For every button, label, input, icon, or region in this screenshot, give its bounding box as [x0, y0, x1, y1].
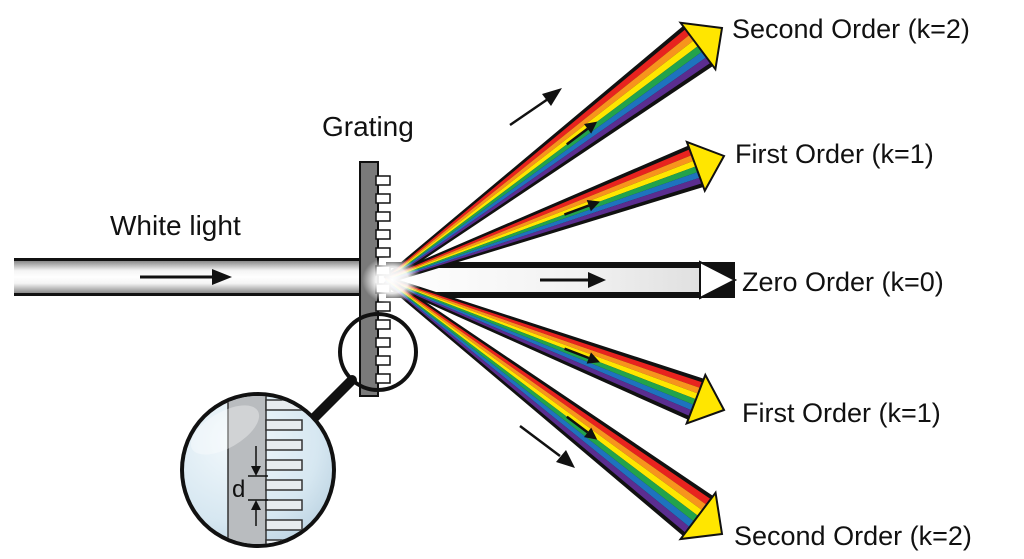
- upper-direction-arrow: [509, 88, 562, 127]
- grating-tooth: [375, 355, 391, 366]
- grating-tooth: [375, 247, 391, 258]
- first-order-down-beam: [384, 276, 726, 426]
- grating-tooth: [375, 193, 391, 204]
- magnifier-handle: [307, 375, 357, 425]
- grating-tooth: [375, 175, 391, 186]
- first-order-up-label: First Order (k=1): [735, 139, 934, 169]
- second-order-up-label: Second Order (k=2): [732, 14, 970, 44]
- zero-order-arrow: [540, 272, 606, 288]
- diffracted-beams: [383, 21, 726, 541]
- magnifier-target-circle: [338, 312, 418, 392]
- second-order-up-beam: [383, 21, 724, 284]
- magnified-tooth: [265, 479, 303, 491]
- grating-tooth: [375, 229, 391, 240]
- spacing-label: d: [232, 476, 245, 503]
- magnified-tooth: [265, 519, 303, 531]
- magnified-grating: [227, 396, 267, 544]
- second-order-down-label: Second Order (k=2): [734, 521, 972, 551]
- first-order-down-label: First Order (k=1): [742, 398, 941, 428]
- white-light-arrow: [140, 269, 232, 285]
- lower-direction-arrow: [519, 425, 575, 468]
- magnified-tooth: [265, 499, 303, 511]
- first-order-up-beam: [384, 140, 726, 284]
- magnified-tooth: [265, 459, 303, 471]
- magnifier: d: [180, 312, 418, 548]
- grating-label: Grating: [322, 111, 414, 142]
- grating-tooth: [375, 319, 391, 330]
- magnified-tooth: [265, 439, 303, 451]
- diffraction-glow: [362, 256, 422, 304]
- magnified-tooth: [265, 419, 303, 431]
- second-order-down-beam: [383, 276, 724, 541]
- grating-tooth: [375, 337, 391, 348]
- grating-tooth: [375, 373, 391, 384]
- grating-tooth: [375, 211, 391, 222]
- white-light-label: White light: [110, 210, 241, 241]
- spacing-marker: [248, 446, 268, 526]
- zero-order-label: Zero Order (k=0): [742, 267, 944, 297]
